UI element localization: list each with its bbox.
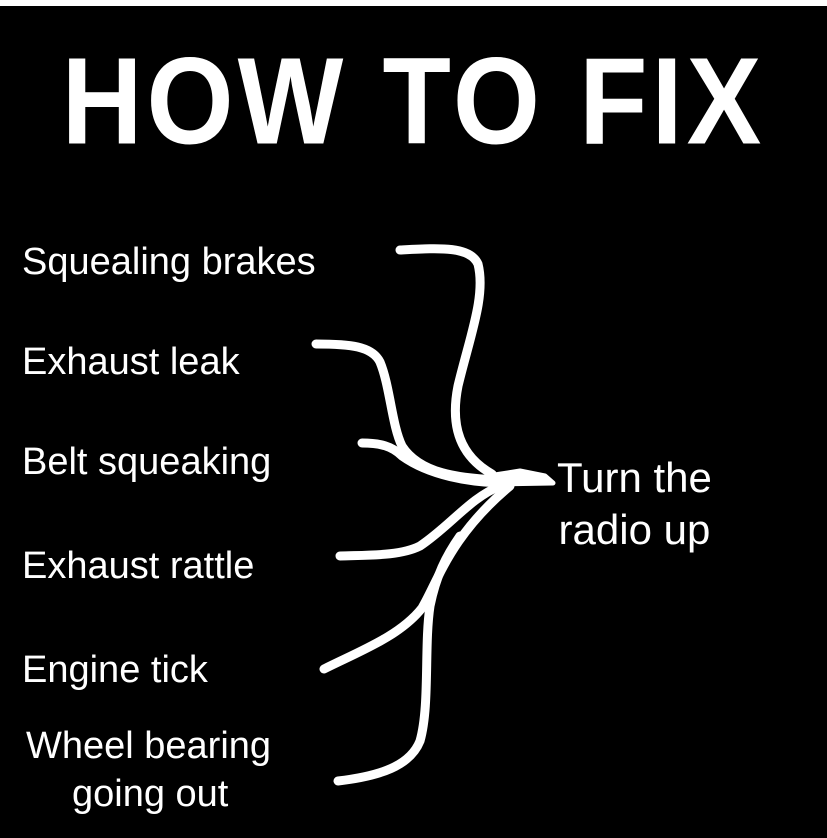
line-belt-squeaking — [357, 438, 505, 488]
title: HOW TO FIX — [61, 32, 766, 170]
line-wheel-bearing — [333, 531, 465, 786]
problem-going-out: going out — [72, 773, 229, 815]
line-exhaust-rattle — [335, 481, 505, 561]
problem-engine-tick: Engine tick — [22, 649, 208, 691]
problem-squealing-brakes: Squealing brakes — [22, 241, 316, 283]
solution-line-1: Turn the — [557, 454, 712, 501]
arrow-head — [485, 468, 556, 487]
solution-line-2: radio up — [558, 506, 711, 553]
problem-exhaust-leak: Exhaust leak — [22, 341, 240, 383]
problem-belt-squeaking: Belt squeaking — [22, 441, 272, 483]
line-engine-tick — [319, 481, 515, 674]
problem-exhaust-rattle: Exhaust rattle — [22, 545, 255, 587]
connector-lines — [311, 244, 556, 786]
line-squealing-brakes — [395, 244, 497, 479]
solution-text: Turn the radio up — [557, 452, 712, 556]
problem-wheel-bearing: Wheel bearing — [26, 725, 272, 767]
